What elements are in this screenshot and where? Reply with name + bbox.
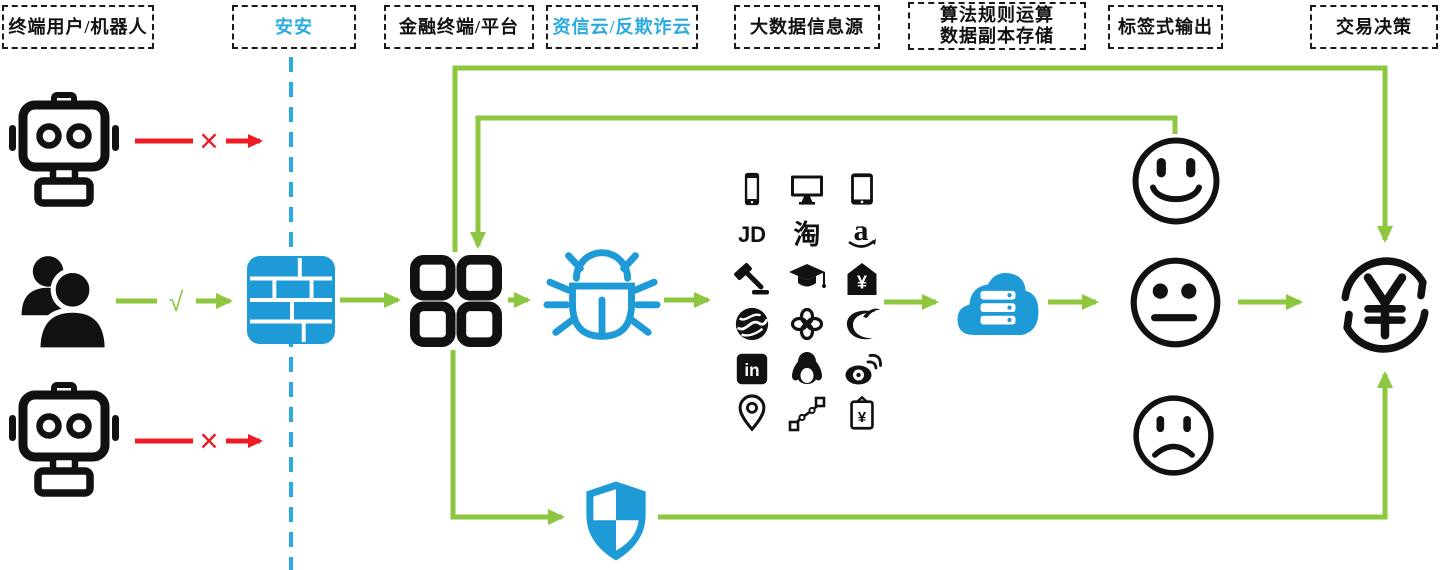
header-algorithm-line2: 数据副本存储 (940, 26, 1054, 46)
header-terminal-users-label: 终端用户/机器人 (8, 16, 148, 37)
header-financial-terminal: 金融终端/平台 (384, 5, 534, 49)
qq-penguin-icon (779, 346, 834, 391)
platform-grid-icon (410, 255, 502, 347)
face-neutral-icon (1130, 257, 1221, 348)
header-algorithm-storage: 算法规则运算 数据副本存储 (908, 2, 1086, 50)
taobao-glyph: 淘 (793, 220, 820, 250)
face-sad-icon (1133, 395, 1214, 476)
flow-label-feedback-to-platform (470, 115, 1178, 249)
approve-mark: √ (169, 287, 184, 317)
header-algorithm-line1: 算法规则运算 (940, 5, 1054, 26)
header-label-output-label: 标签式输出 (1118, 16, 1213, 37)
flow-main-arrows (340, 292, 1303, 310)
taobao-icon: 淘 (779, 211, 834, 256)
gavel-icon (724, 256, 779, 301)
robot-icon (9, 92, 119, 207)
bank-yen-glyph: ¥ (856, 272, 866, 292)
header-credit-cloud-label: 资信云/反欺诈云 (552, 16, 692, 37)
robot-icon (9, 382, 119, 497)
yen-cycle-icon (1341, 257, 1429, 353)
bug-icon (543, 249, 661, 340)
flow-shield-to-decision (658, 371, 1393, 520)
header-decision-label: 交易决策 (1336, 16, 1412, 37)
header-security-label: 安安 (275, 16, 313, 37)
header-terminal-users: 终端用户/机器人 (2, 5, 154, 49)
header-label-output: 标签式输出 (1108, 5, 1223, 49)
reject-mark-bottom: × (199, 422, 218, 459)
graduation-cap-icon (779, 256, 834, 301)
linkedin-glyph: in (744, 361, 759, 380)
amazon-icon: a (834, 211, 889, 256)
linkedin-icon: in (724, 346, 779, 391)
china-unicom-icon (779, 301, 834, 346)
header-bigdata-label: 大数据信息源 (750, 16, 864, 37)
bank-yen-icon: ¥ (834, 256, 889, 301)
tablet-icon (834, 166, 889, 211)
header-credit-antifraud-cloud: 资信云/反欺诈云 (546, 5, 698, 49)
reject-mark-top: × (199, 122, 218, 159)
vector-path-icon (779, 391, 834, 436)
cloud-server-icon (957, 272, 1039, 336)
face-happy-icon (1132, 137, 1220, 225)
amazon-glyph: a (853, 214, 868, 247)
shield-icon (586, 481, 646, 561)
china-mobile-icon (724, 301, 779, 346)
location-pin-icon (724, 391, 779, 436)
monitor-icon (779, 166, 834, 211)
jd-glyph: JD (737, 222, 765, 247)
weibo-icon (834, 346, 889, 391)
invoice-yen-glyph: ¥ (857, 409, 866, 426)
header-security: 安安 (232, 5, 356, 49)
header-financial-terminal-label: 金融终端/平台 (398, 16, 519, 37)
smartphone-icon (724, 166, 779, 211)
users-icon (21, 256, 110, 352)
flow-platform-to-decision (452, 65, 1393, 252)
header-transaction-decision: 交易决策 (1310, 5, 1438, 49)
flow-platform-to-shield (450, 350, 565, 525)
data-sources-grid: JD 淘 a ¥ in (724, 166, 889, 436)
firewall-icon (247, 256, 335, 344)
header-bigdata-source: 大数据信息源 (734, 5, 880, 49)
invoice-yen-icon: ¥ (834, 391, 889, 436)
jd-icon: JD (724, 211, 779, 256)
china-telecom-icon (834, 301, 889, 346)
